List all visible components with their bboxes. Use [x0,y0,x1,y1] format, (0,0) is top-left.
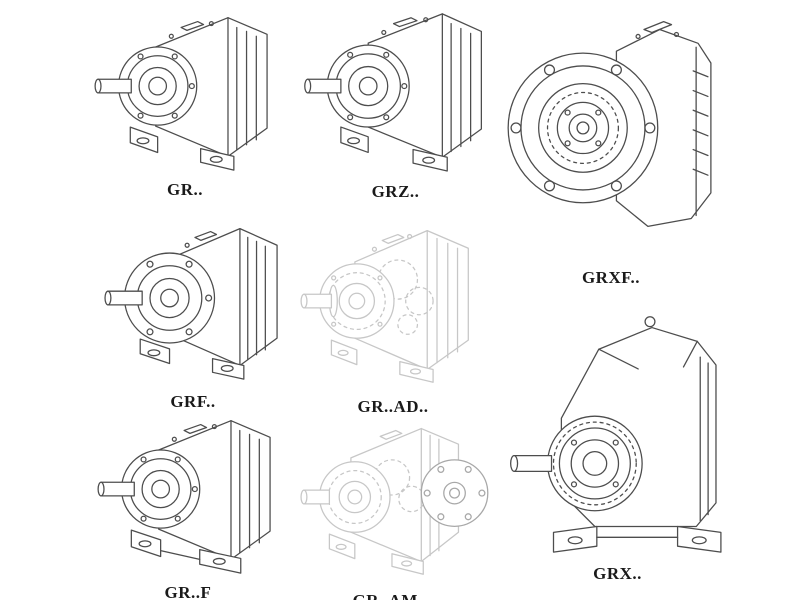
gearbox-drawing-grz [303,13,482,172]
figure-grx: GRX.. [500,300,735,584]
figure-grxf: GRXF.. [497,0,725,288]
figure-label-grz: GRZ.. [371,182,420,201]
gearbox-drawing-gr-am [299,427,488,575]
gearbox-drawing-grx [509,316,722,553]
figure-label-gr-ad: GR..AD.. [357,397,429,416]
figure-label-grf: GRF.. [170,392,216,411]
figure-gr: GR.. [85,4,285,200]
figure-label-gr: GR.. [167,180,203,199]
gearbox-drawing-gr [94,17,268,171]
figure-label-grx: GRX.. [593,564,642,583]
figure-label-gr-f: GR..F [164,583,212,600]
gearbox-drawing-gr-ad [300,230,469,383]
figure-grf: GRF.. [93,212,293,412]
figure-label-grxf: GRXF.. [581,268,641,287]
gearbox-drawing-grxf [507,21,712,227]
gearbox-drawing-grf [104,227,278,380]
figure-grz: GRZ.. [293,2,498,202]
figure-gr-ad: GR..AD.. [288,215,498,417]
figure-label-gr-am: GR..AM.. [286,591,494,600]
figure-gr-f: GR..F [88,407,288,600]
gearbox-drawing-gr-f [97,420,271,574]
figure-gr-am: GR..AM.. [286,409,494,600]
